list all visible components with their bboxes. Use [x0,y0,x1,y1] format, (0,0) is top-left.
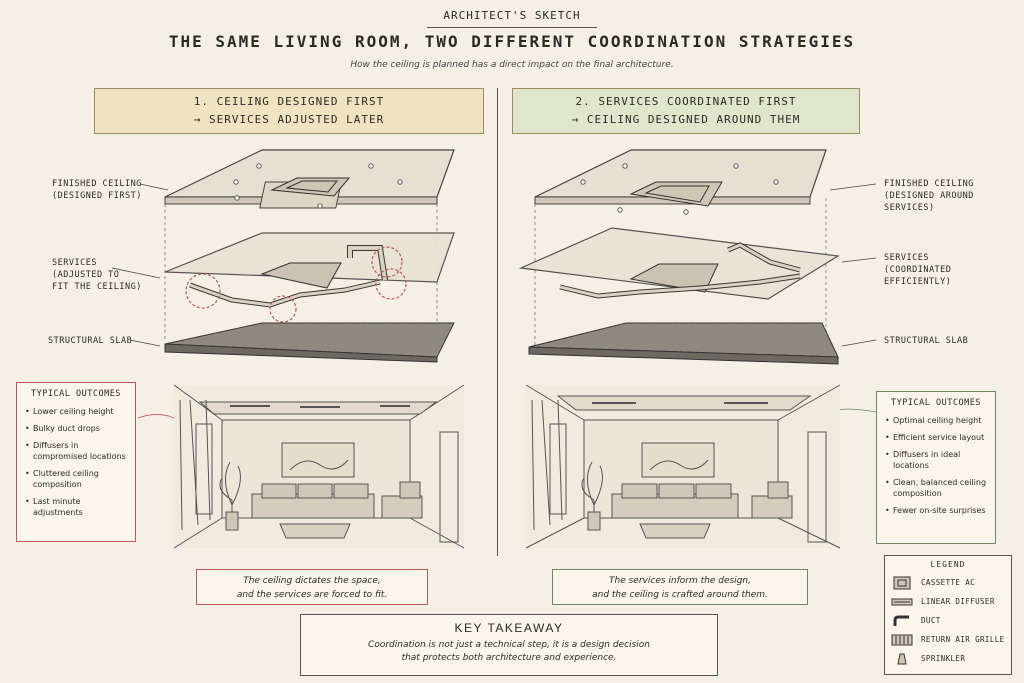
right-quote-box: The services inform the design, and the … [552,569,808,605]
left-room-sketch [174,385,464,548]
right-label-slab: STRUCTURAL SLAB [884,335,968,347]
right-outcomes-box: TYPICAL OUTCOMES Optimal ceiling height … [876,391,996,544]
right-label-ceiling: FINISHED CEILING (DESIGNED AROUND SERVIC… [884,178,974,214]
list-item: Cluttered ceiling composition [25,468,127,490]
legend-row: LINEAR DIFFUSER [891,592,1005,611]
return-air-grille-icon [891,633,913,647]
right-outcomes-list: Optimal ceiling height Efficient service… [885,415,987,516]
left-quote-line2: and the services are forced to fit. [197,588,427,602]
legend-label: CASSETTE AC [921,578,975,587]
left-label-services: SERVICES (ADJUSTED TO FIT THE CEILING) [52,257,142,293]
sprinkler-icon [891,652,913,666]
list-item: Optimal ceiling height [885,415,987,426]
duct-icon [891,614,913,628]
legend-row: CASSETTE AC [891,573,1005,592]
right-label-services: SERVICES (COORDINATED EFFICIENTLY) [884,252,951,288]
legend-box: LEGEND CASSETTE AC LINEAR DIFFUSER DUCT … [884,555,1012,675]
list-item: Efficient service layout [885,432,987,443]
list-item: Last minute adjustments [25,496,127,518]
left-label-services-line3: FIT THE CEILING) [52,281,142,293]
right-label-services-line2: (COORDINATED [884,264,951,276]
key-takeaway-text: Coordination is not just a technical ste… [301,639,717,665]
left-services-plane [165,233,454,305]
key-takeaway-line2: that protects both architecture and expe… [301,652,717,665]
left-quote-box: The ceiling dictates the space, and the … [196,569,428,605]
right-label-services-line3: EFFICIENTLY) [884,276,951,288]
left-label-services-line2: (ADJUSTED TO [52,269,142,281]
list-item: Diffusers in ideal locations [885,449,987,471]
left-label-slab: STRUCTURAL SLAB [48,335,132,347]
right-quote-line1: The services inform the design, [553,574,807,588]
left-outcomes-list: Lower ceiling height Bulky duct drops Di… [25,406,127,518]
left-label-services-line1: SERVICES [52,257,142,269]
left-quote-line1: The ceiling dictates the space, [197,574,427,588]
right-structural-slab [529,323,838,364]
list-item: Diffusers in compromised locations [25,440,127,462]
left-outcomes-title: TYPICAL OUTCOMES [25,389,127,400]
right-outcomes-title: TYPICAL OUTCOMES [885,398,987,409]
right-label-ceiling-line3: SERVICES) [884,202,974,214]
left-label-ceiling-line1: FINISHED CEILING [52,178,142,190]
legend-label: DUCT [921,616,941,625]
key-takeaway-box: KEY TAKEAWAY Coordination is not just a … [300,614,718,676]
legend-label: LINEAR DIFFUSER [921,597,995,606]
right-label-ceiling-line2: (DESIGNED AROUND [884,190,974,202]
left-label-ceiling: FINISHED CEILING (DESIGNED FIRST) [52,178,142,202]
right-room-sketch [526,385,840,548]
list-item: Clean, balanced ceiling composition [885,477,987,499]
key-takeaway-line1: Coordination is not just a technical ste… [301,639,717,652]
legend-label: SPRINKLER [921,654,965,663]
key-takeaway-title: KEY TAKEAWAY [301,621,717,635]
legend-title: LEGEND [891,560,1005,569]
left-label-ceiling-line2: (DESIGNED FIRST) [52,190,142,202]
list-item: Bulky duct drops [25,423,127,434]
right-label-services-line1: SERVICES [884,252,951,264]
legend-label: RETURN AIR GRILLE [921,635,1005,644]
legend-row: SPRINKLER [891,649,1005,668]
left-outcomes-box: TYPICAL OUTCOMES Lower ceiling height Bu… [16,382,136,542]
left-structural-slab [165,323,454,362]
list-item: Fewer on-site surprises [885,505,987,516]
right-label-ceiling-line1: FINISHED CEILING [884,178,974,190]
right-quote-line2: and the ceiling is crafted around them. [553,588,807,602]
cassette-ac-icon [891,576,913,590]
list-item: Lower ceiling height [25,406,127,417]
linear-diffuser-icon [891,595,913,609]
right-label-pointers [808,184,876,415]
legend-row: RETURN AIR GRILLE [891,630,1005,649]
right-services-plane [521,228,838,299]
legend-row: DUCT [891,611,1005,630]
